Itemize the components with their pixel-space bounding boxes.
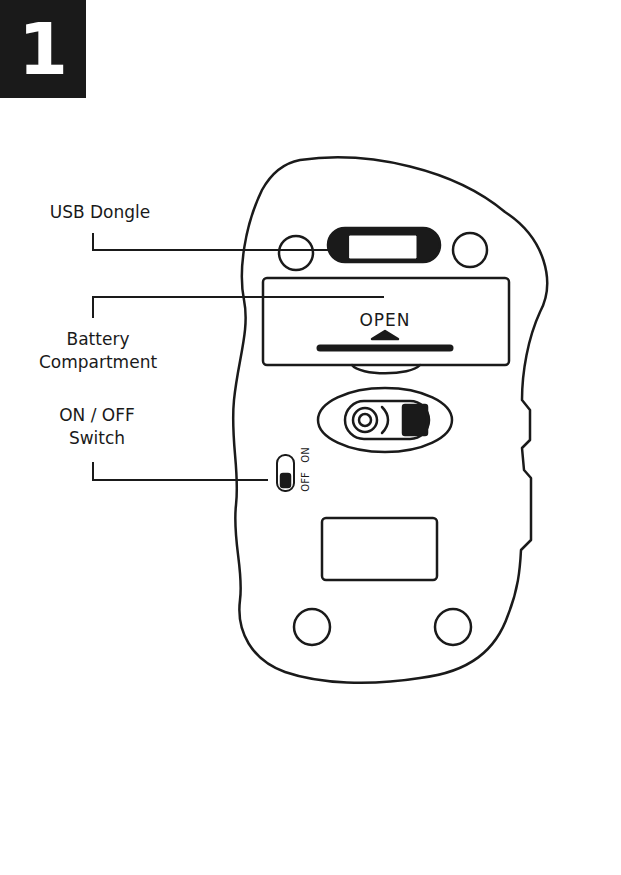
foot-pad bbox=[453, 233, 487, 267]
lens-ring bbox=[353, 408, 377, 432]
leader-line bbox=[93, 462, 268, 480]
foot-pad bbox=[435, 609, 471, 645]
part-label: USB Dongle bbox=[40, 201, 160, 224]
mouse-outline bbox=[233, 157, 547, 682]
usb-dongle-plug bbox=[350, 236, 416, 258]
part-label: ON / OFF Switch bbox=[47, 404, 147, 450]
power-switch bbox=[277, 455, 294, 491]
leader-line bbox=[93, 297, 384, 318]
lens-arc bbox=[382, 407, 388, 433]
step-number: 1 bbox=[18, 13, 68, 85]
sensor-window bbox=[318, 388, 452, 452]
label-plate bbox=[322, 518, 437, 580]
usb-dongle bbox=[328, 228, 440, 262]
step-badge: 1 bbox=[0, 0, 86, 98]
foot-pad bbox=[294, 609, 330, 645]
cover-marking: OPEN bbox=[359, 309, 410, 332]
foot-pad bbox=[279, 236, 313, 270]
sensor-led bbox=[403, 405, 427, 435]
sensor-lens bbox=[345, 401, 429, 439]
switch-knob bbox=[281, 474, 290, 487]
switch-marking: ON bbox=[300, 447, 311, 462]
battery-compartment bbox=[263, 278, 509, 365]
open-arrow bbox=[372, 331, 398, 339]
leader-line bbox=[93, 233, 348, 250]
cover-groove bbox=[320, 345, 450, 352]
part-label: Battery Compartment bbox=[30, 328, 166, 374]
switch-marking: OFF bbox=[300, 472, 311, 491]
lens-center bbox=[359, 414, 371, 426]
